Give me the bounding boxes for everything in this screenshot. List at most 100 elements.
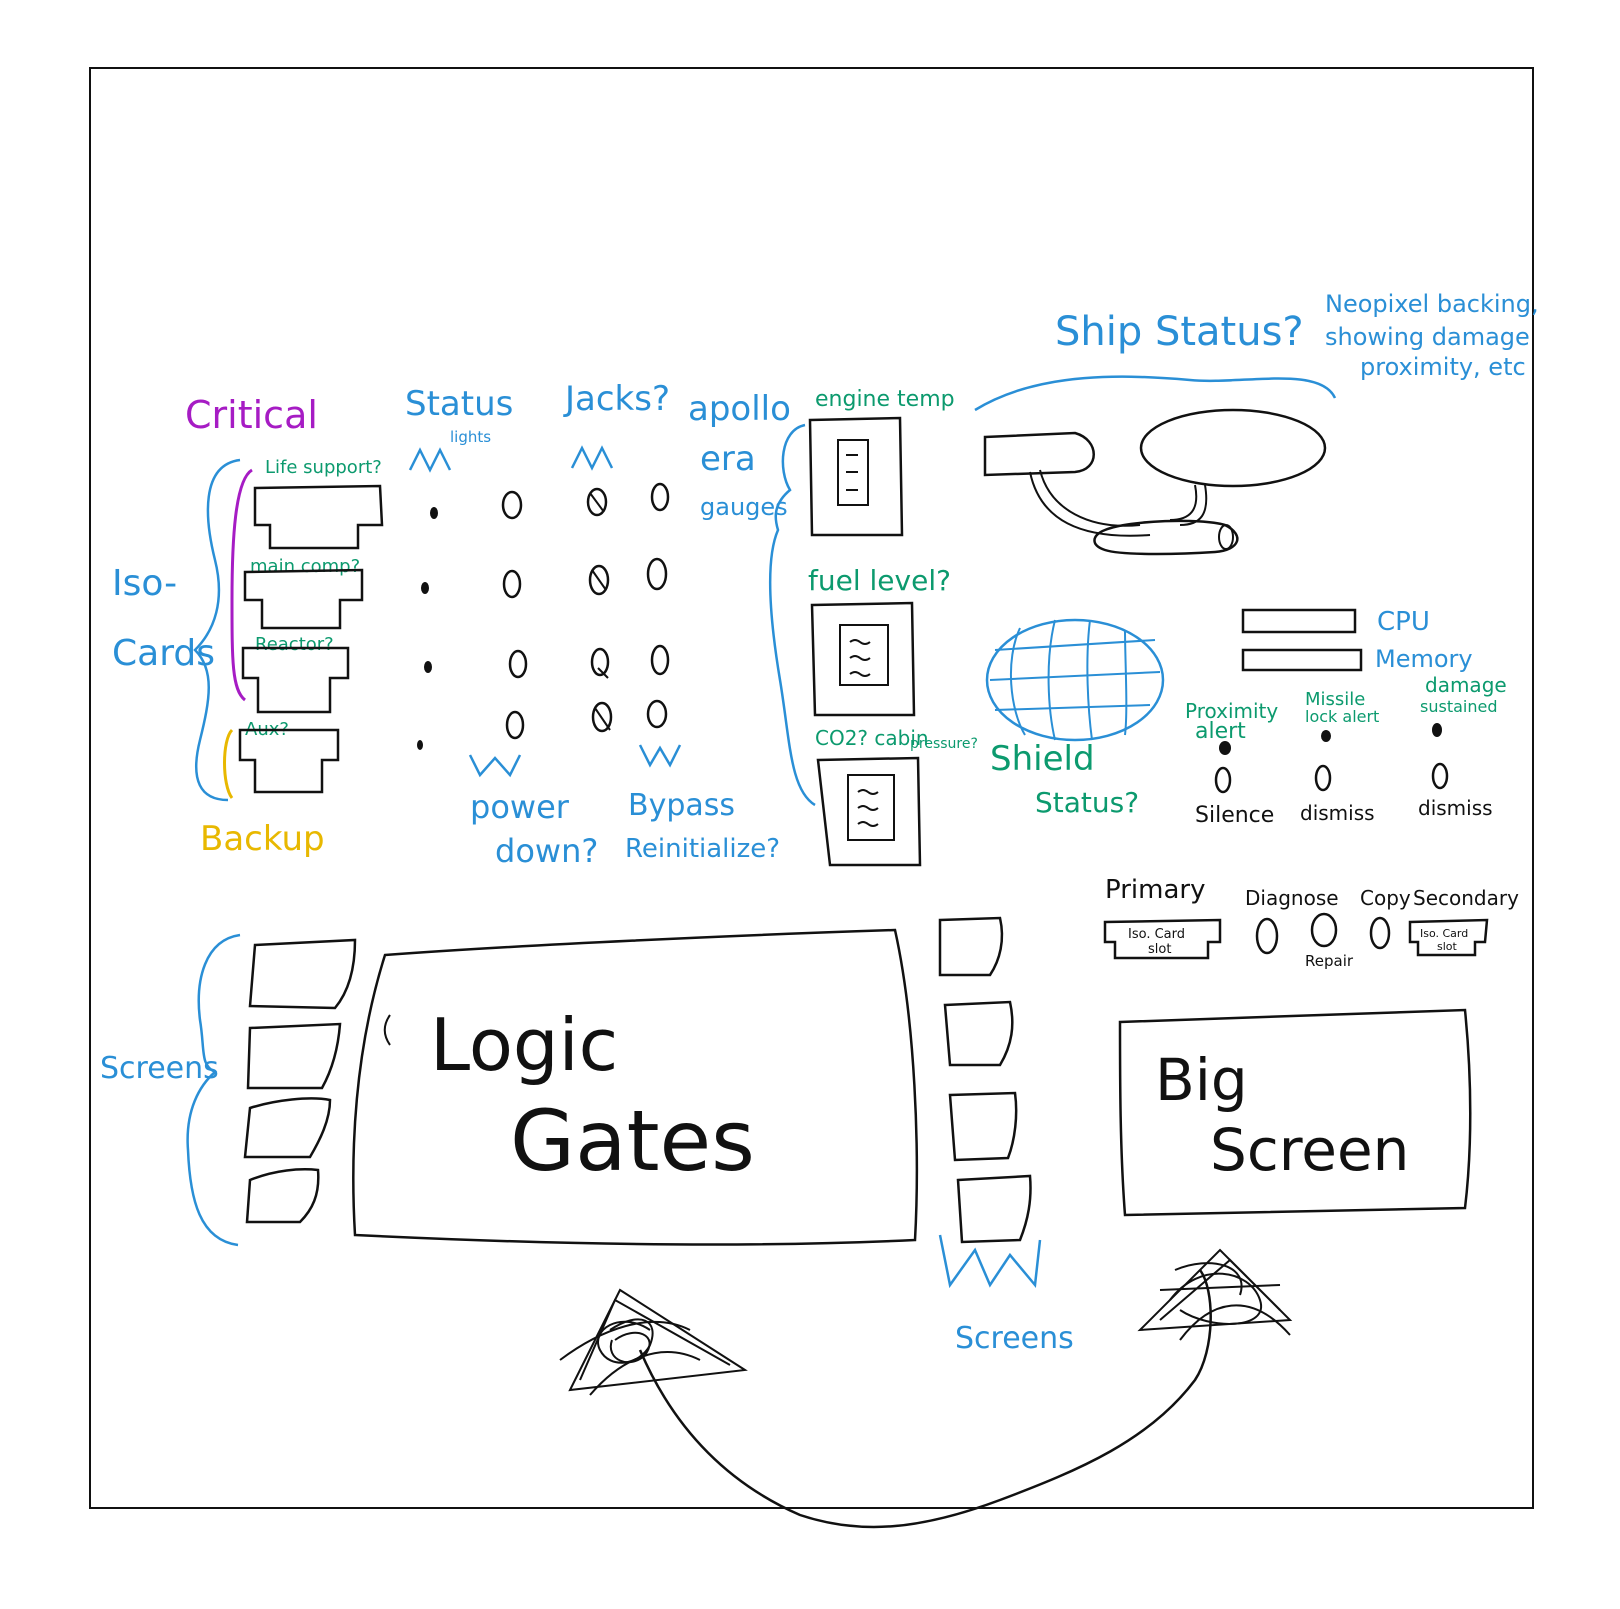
- iso-cards-label-1: Iso-: [112, 563, 177, 604]
- iso-cards-brace: [193, 458, 241, 802]
- gauge-fuel-level: [810, 601, 916, 717]
- status-light-3: [424, 661, 432, 673]
- logic-gates-title-2: Gates: [510, 1092, 755, 1190]
- power-down-brace: [468, 754, 522, 778]
- ship-status-note-3: proximity, etc: [1360, 353, 1526, 381]
- left-screen-4: [245, 1168, 320, 1224]
- secondary-label: Secondary: [1413, 886, 1519, 910]
- missile-lock-light: [1321, 730, 1331, 742]
- jack-1[interactable]: [586, 487, 608, 517]
- right-screen-1: [938, 916, 1004, 977]
- apollo-label-1: apollo: [688, 389, 791, 429]
- proximity-alert-light: [1219, 741, 1231, 755]
- status-light-4: [417, 740, 423, 750]
- dismiss-label-2: dismiss: [1418, 796, 1493, 820]
- diagnose-label: Diagnose: [1245, 886, 1339, 910]
- dismiss-damage-button[interactable]: [1431, 762, 1449, 790]
- power-down-button-1[interactable]: [501, 490, 523, 520]
- left-screen-1: [248, 938, 357, 1010]
- silence-button[interactable]: [1214, 766, 1232, 794]
- bypass-button-3[interactable]: [650, 644, 670, 676]
- screens-right-label: Screens: [955, 1321, 1074, 1356]
- bypass-button-4[interactable]: [646, 699, 668, 729]
- power-down-button-2[interactable]: [502, 569, 522, 599]
- iso-card-aux[interactable]: [238, 728, 340, 794]
- primary-card-slot[interactable]: Iso. Card slot: [1103, 918, 1222, 960]
- big-screen-title-1: Big: [1155, 1046, 1248, 1114]
- jacks-title: Jacks?: [563, 379, 670, 419]
- repair-button[interactable]: [1310, 912, 1338, 948]
- gauge-engine-temp: [808, 416, 904, 537]
- bypass-button-2[interactable]: [646, 557, 668, 591]
- card-label-main-comp: main comp?: [250, 556, 360, 577]
- apollo-label-2: era: [700, 439, 756, 479]
- silence-label: Silence: [1195, 803, 1274, 828]
- status-light-1: [430, 507, 438, 519]
- ship-status-title: Ship Status?: [1055, 309, 1304, 355]
- svg-text:Iso. Card: Iso. Card: [1420, 927, 1468, 940]
- big-screen-panel[interactable]: [1118, 1008, 1472, 1217]
- right-screen-3: [948, 1091, 1018, 1162]
- big-screen-title-2: Screen: [1210, 1116, 1409, 1184]
- dismiss-missile-button[interactable]: [1314, 764, 1332, 792]
- bypass-label-2: Reinitialize?: [625, 834, 780, 864]
- secondary-card-slot[interactable]: Iso. Card slot: [1408, 918, 1489, 957]
- jack-3[interactable]: [590, 647, 610, 679]
- jack-4[interactable]: [591, 701, 613, 733]
- gauge-label-pressure: pressure?: [910, 736, 978, 752]
- jack-2[interactable]: [588, 564, 610, 596]
- status-lights-subtitle: lights: [450, 428, 491, 446]
- critical-label: Critical: [185, 393, 318, 437]
- power-down-button-4[interactable]: [505, 710, 525, 740]
- damage-sustained-light: [1432, 723, 1442, 737]
- right-screen-2: [943, 1000, 1014, 1067]
- cpu-meter: [1241, 608, 1357, 634]
- copy-label: Copy: [1360, 886, 1411, 910]
- backup-label: Backup: [200, 819, 325, 859]
- damage-sustained-label-2: sustained: [1420, 697, 1497, 716]
- proximity-alert-label-2: alert: [1195, 719, 1246, 744]
- card-label-life-support: Life support?: [265, 457, 382, 478]
- gauge-label-engine-temp: engine temp: [815, 387, 955, 412]
- copy-button[interactable]: [1369, 916, 1391, 950]
- iso-card-main-comp[interactable]: [243, 568, 364, 630]
- svg-text:slot: slot: [1148, 942, 1171, 957]
- status-light-2: [421, 582, 429, 594]
- status-lights-brace: [408, 447, 452, 473]
- repair-label: Repair: [1305, 952, 1354, 970]
- gauge-co2-pressure: [816, 756, 922, 867]
- screens-left-brace: [186, 933, 241, 1247]
- outer-frame: [89, 67, 1534, 1509]
- right-screen-4: [956, 1174, 1032, 1244]
- power-down-button-3[interactable]: [508, 649, 528, 679]
- power-down-label-1: power: [470, 788, 570, 826]
- missile-lock-label-1: Missile: [1305, 689, 1365, 710]
- critical-bracket: [230, 468, 253, 702]
- damage-sustained-label-1: damage: [1425, 673, 1507, 697]
- missile-lock-label-2: lock alert: [1305, 707, 1379, 726]
- shield-label-2: Status?: [1035, 786, 1139, 819]
- screens-right-brace: [938, 1234, 1042, 1289]
- shield-label-1: Shield: [990, 739, 1095, 779]
- iso-card-reactor[interactable]: [241, 646, 350, 714]
- backup-bracket: [223, 728, 234, 799]
- bypass-label-1: Bypass: [628, 788, 735, 823]
- iso-card-life-support[interactable]: [253, 484, 384, 550]
- diagnose-button[interactable]: [1255, 917, 1279, 955]
- gauges-brace: [768, 423, 816, 807]
- gauge-label-fuel-level: fuel level?: [808, 564, 951, 597]
- jacks-brace: [570, 445, 614, 471]
- primary-label: Primary: [1105, 875, 1205, 905]
- ship-status-note-2: showing damage: [1325, 323, 1530, 351]
- svg-text:Iso. Card: Iso. Card: [1128, 927, 1185, 942]
- left-screen-3: [243, 1097, 332, 1159]
- memory-label: Memory: [1375, 645, 1473, 673]
- bypass-brace: [638, 744, 682, 768]
- cpu-label: CPU: [1377, 607, 1430, 637]
- bypass-button-1[interactable]: [650, 482, 670, 512]
- ship-display: [983, 408, 1327, 556]
- proximity-alert-label-1: Proximity: [1185, 699, 1278, 723]
- logic-gates-panel[interactable]: [352, 928, 919, 1246]
- card-label-reactor: Reactor?: [255, 634, 334, 655]
